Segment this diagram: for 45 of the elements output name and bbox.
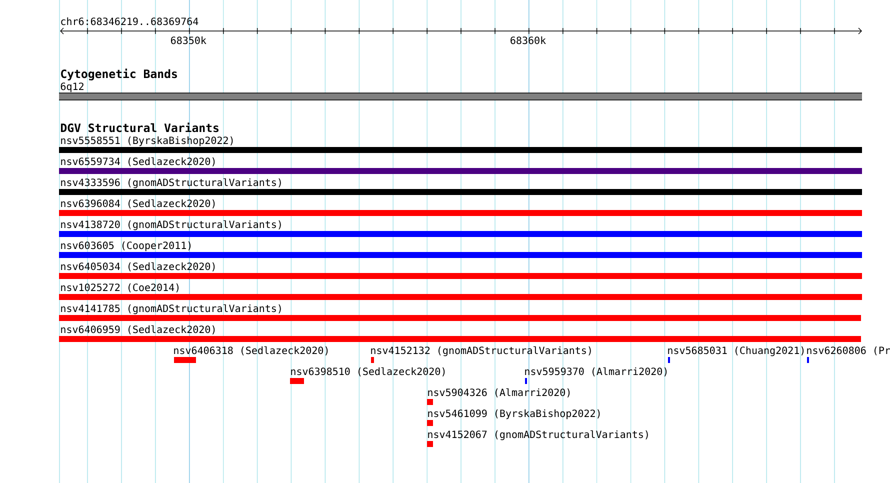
variant-feature: nsv4138720 (gnomADStructuralVariants) — [59, 220, 862, 237]
variant-feature: nsv4152132 (gnomADStructuralVariants) — [371, 346, 591, 363]
node-label: nsv5904326 (Almarri2020) — [428, 388, 570, 398]
variant-feature: nsv6398510 (Sedlazeck2020) — [290, 367, 445, 384]
node-label: nsv4141785 (gnomADStructuralVariants) — [61, 304, 281, 314]
variant-feature: nsv4152067 (gnomADStructuralVariants) — [427, 430, 648, 447]
variant-feature: nsv5904326 (Almarri2020) — [427, 388, 570, 405]
variant-feature: nsv6406318 (Sedlazeck2020) — [174, 346, 328, 363]
node-label: nsv6405034 (Sedlazeck2020) — [61, 262, 215, 272]
node-label: nsv4152132 (gnomADStructuralVariants) — [371, 346, 591, 356]
node-label: nsv4138720 (gnomADStructuralVariants) — [61, 220, 281, 230]
variant-feature: nsv4333596 (gnomADStructuralVariants) — [59, 178, 862, 195]
node-label: nsv6398510 (Sedlazeck2020) — [291, 367, 445, 376]
variant-feature: nsv6559734 (Sedlazeck2020) — [59, 157, 862, 174]
variant-feature: nsv5959370 (Almarri2020) — [525, 367, 667, 384]
node-label: nsv1025272 (Coe2014) — [61, 283, 179, 292]
track-heading: DGV Structural Variants — [60, 122, 218, 132]
node-label: nsv603605 (Cooper2011) — [61, 241, 191, 252]
node-label: 6q12 — [60, 82, 84, 92]
variant-feature: nsv5461099 (ByrskaBishop2022) — [427, 409, 600, 426]
node-label: nsv4333596 (gnomADStructuralVariants) — [61, 178, 281, 188]
node-label: nsv5558551 (ByrskaBishop2022) — [61, 136, 233, 146]
node-label: nsv5959370 (Almarri2020) — [525, 367, 667, 376]
node-label: nsv6559734 (Sedlazeck2020) — [61, 157, 215, 166]
track-heading: Cytogenetic Bands — [61, 68, 177, 80]
variant-feature: nsv603605 (Cooper2011) — [59, 241, 862, 258]
cytoband-track: 6q12 — [58, 82, 862, 100]
node-label: nsv5461099 (ByrskaBishop2022) — [428, 409, 600, 420]
node-label: nsv6406318 (Sedlazeck2020) — [174, 346, 328, 356]
variant-feature: nsv1025272 (Coe2014) — [59, 283, 862, 300]
variant-feature: nsv6396084 (Sedlazeck2020) — [59, 199, 862, 216]
node-label: nsv6406959 (Sedlazeck2020) — [61, 325, 215, 334]
variant-feature: nsv5558551 (ByrskaBishop2022) — [59, 136, 862, 153]
node-label: nsv5685031 (Chuang2021) — [668, 346, 804, 356]
variant-feature: nsv4141785 (gnomADStructuralVariants) — [59, 304, 861, 321]
node-label: nsv6396084 (Sedlazeck2020) — [61, 199, 215, 208]
variant-feature: nsv5685031 (Chuang2021) — [668, 346, 804, 363]
location-text: chr6:68346219..68369764 — [61, 17, 198, 26]
variant-feature: nsv6260806 (Pr — [807, 346, 890, 363]
node-label: nsv4152067 (gnomADStructuralVariants) — [428, 430, 648, 440]
variant-feature: nsv6405034 (Sedlazeck2020) — [59, 262, 862, 279]
tick-label: 68360k — [510, 36, 546, 44]
variant-feature: nsv6406959 (Sedlazeck2020) — [59, 325, 861, 342]
node-label: nsv6260806 (Pr — [807, 346, 890, 356]
tick-label: 68350k — [171, 36, 206, 44]
